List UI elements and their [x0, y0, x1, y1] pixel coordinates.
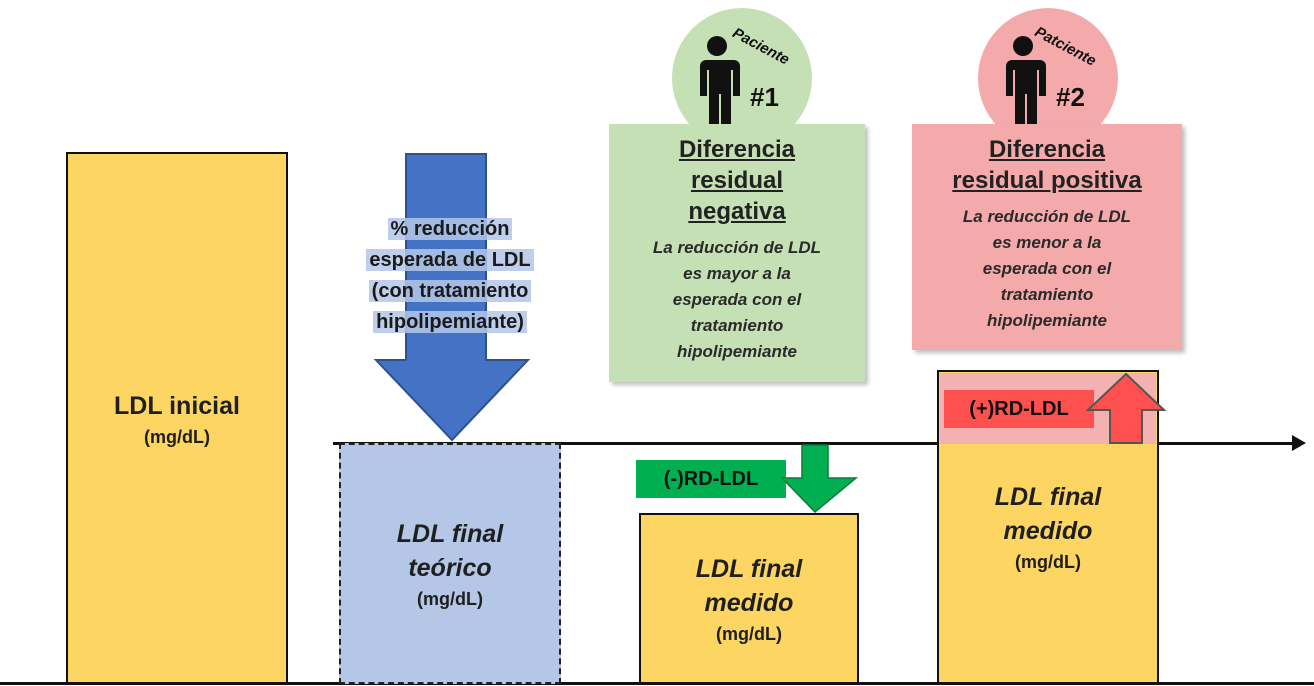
patient1-title-line3: negativa — [688, 198, 786, 225]
patient1-title-line1: Diferencia — [678, 136, 796, 163]
patient1-panel-title: Diferencia residual negativa — [609, 134, 865, 227]
reduction-line1: % reducción — [387, 218, 513, 240]
negative-rd-label: (-)RD-LDL — [636, 460, 786, 498]
patient1-desc-line1: La reducción de LDL — [652, 238, 822, 257]
p2-measured-line2: medido — [1003, 517, 1093, 545]
theoretical-unit: (mg/dL) — [417, 589, 483, 609]
patient1-measured-bar: LDL final medido (mg/dL) — [639, 513, 859, 684]
p2-measured-line1: LDL final — [994, 483, 1102, 511]
patient1-title-line2: residual — [690, 167, 784, 194]
reduction-line3: (con tratamiento — [368, 280, 532, 302]
p2-measured-unit: (mg/dL) — [1015, 552, 1081, 572]
patient1-panel: Diferencia residual negativa La reducció… — [609, 124, 865, 382]
patient1-number: #1 — [750, 82, 779, 112]
p1-measured-line2: medido — [704, 589, 794, 617]
patient2-title-line2: residual positiva — [952, 167, 1142, 194]
theoretical-title-line1: LDL final — [396, 520, 504, 548]
patient1-desc-line4: tratamiento — [690, 316, 784, 335]
patient2-desc-line2: es menor a la — [992, 233, 1102, 252]
patient1-desc-line5: hipolipemiante — [677, 342, 797, 361]
patient1-desc-line3: esperada con el — [672, 290, 802, 309]
patient2-panel-title: Diferencia residual positiva — [912, 134, 1182, 196]
patient2-panel-description: La reducción de LDL es menor a la espera… — [912, 204, 1182, 334]
ldl-initial-bar: LDL inicial (mg/dL) — [66, 152, 288, 684]
negative-rd-arrow-icon — [780, 444, 859, 514]
ldl-initial-title: LDL inicial — [114, 391, 240, 420]
ldl-initial-unit: (mg/dL) — [144, 426, 210, 447]
theoretical-title-line2: teórico — [408, 554, 492, 582]
person-icon — [1006, 36, 1046, 126]
person-icon — [700, 36, 740, 126]
positive-rd-arrow-icon — [1086, 372, 1166, 444]
patient2-desc-line5: hipolipemiante — [987, 311, 1107, 330]
patient1-desc-line2: es mayor a la — [683, 264, 791, 283]
patient2-desc-line4: tratamiento — [1000, 285, 1094, 304]
patient2-title-line1: Diferencia — [988, 136, 1106, 163]
patient2-panel: Diferencia residual positiva La reducció… — [912, 124, 1182, 350]
ldl-theoretical-bar: LDL final teórico (mg/dL) — [339, 443, 561, 684]
reduction-line2: esperada de LDL — [366, 249, 534, 271]
theoretical-level-axis — [333, 442, 1298, 445]
positive-rd-label: (+)RD-LDL — [944, 390, 1094, 428]
p1-measured-line1: LDL final — [695, 555, 803, 583]
patient2-desc-line3: esperada con el — [982, 259, 1112, 278]
expected-reduction-label: % reducción esperada de LDL (con tratami… — [340, 214, 560, 338]
patient2-desc-line1: La reducción de LDL — [962, 207, 1132, 226]
axis-arrow-icon — [1292, 435, 1306, 451]
reduction-line4: hipolipemiante) — [373, 311, 527, 333]
p1-measured-unit: (mg/dL) — [716, 624, 782, 644]
patient1-panel-description: La reducción de LDL es mayor a la espera… — [609, 235, 865, 365]
patient2-number: #2 — [1056, 82, 1085, 112]
